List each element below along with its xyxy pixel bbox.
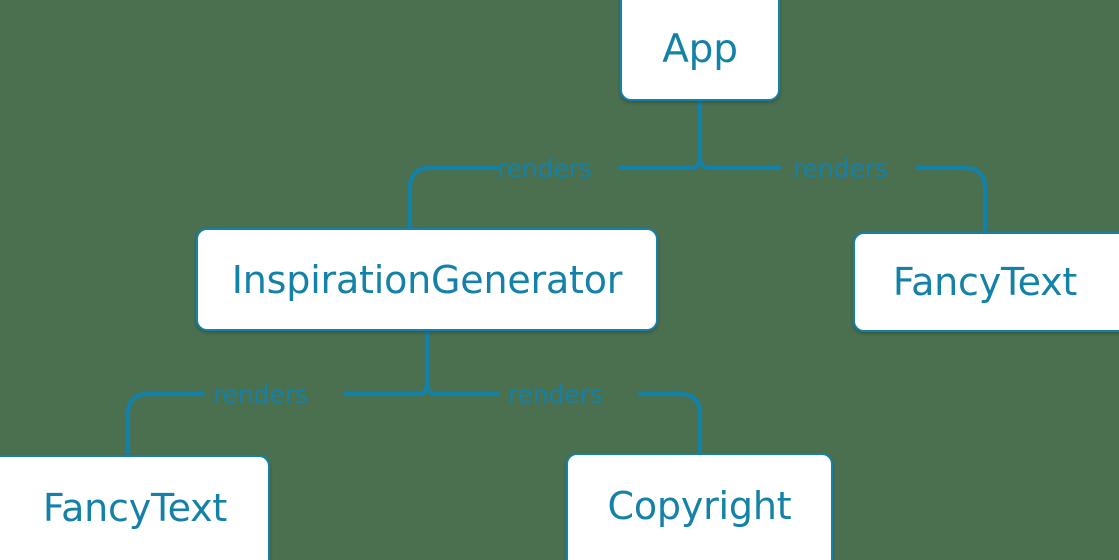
node-inspiration-generator[interactable]: InspirationGenerator <box>196 228 658 331</box>
node-fancytext-bottom[interactable]: FancyText <box>0 455 270 560</box>
node-fancytext-right-label: FancyText <box>892 260 1078 304</box>
edge-label-inspiration-generator-to-fancytext: renders <box>213 380 308 409</box>
edge-label-app-to-inspiration-generator: renders <box>497 154 592 183</box>
connector-inspiration-stem <box>414 328 430 397</box>
connector-inspiration-stem-right <box>424 381 440 397</box>
node-copyright[interactable]: Copyright <box>566 453 833 560</box>
node-inspiration-generator-label: InspirationGenerator <box>231 257 623 302</box>
node-app-label: App <box>662 27 738 72</box>
node-fancytext-bottom-label: FancyText <box>42 485 228 530</box>
connector-app-stem <box>687 98 703 171</box>
connector-app-stem-right <box>697 155 713 171</box>
node-copyright-label: Copyright <box>607 483 792 528</box>
edge-label-inspiration-generator-to-copyright: renders <box>508 380 603 409</box>
node-app[interactable]: App <box>620 0 780 101</box>
node-fancytext-right[interactable]: FancyText <box>853 232 1119 332</box>
edge-label-app-to-fancytext: renders <box>793 154 888 183</box>
